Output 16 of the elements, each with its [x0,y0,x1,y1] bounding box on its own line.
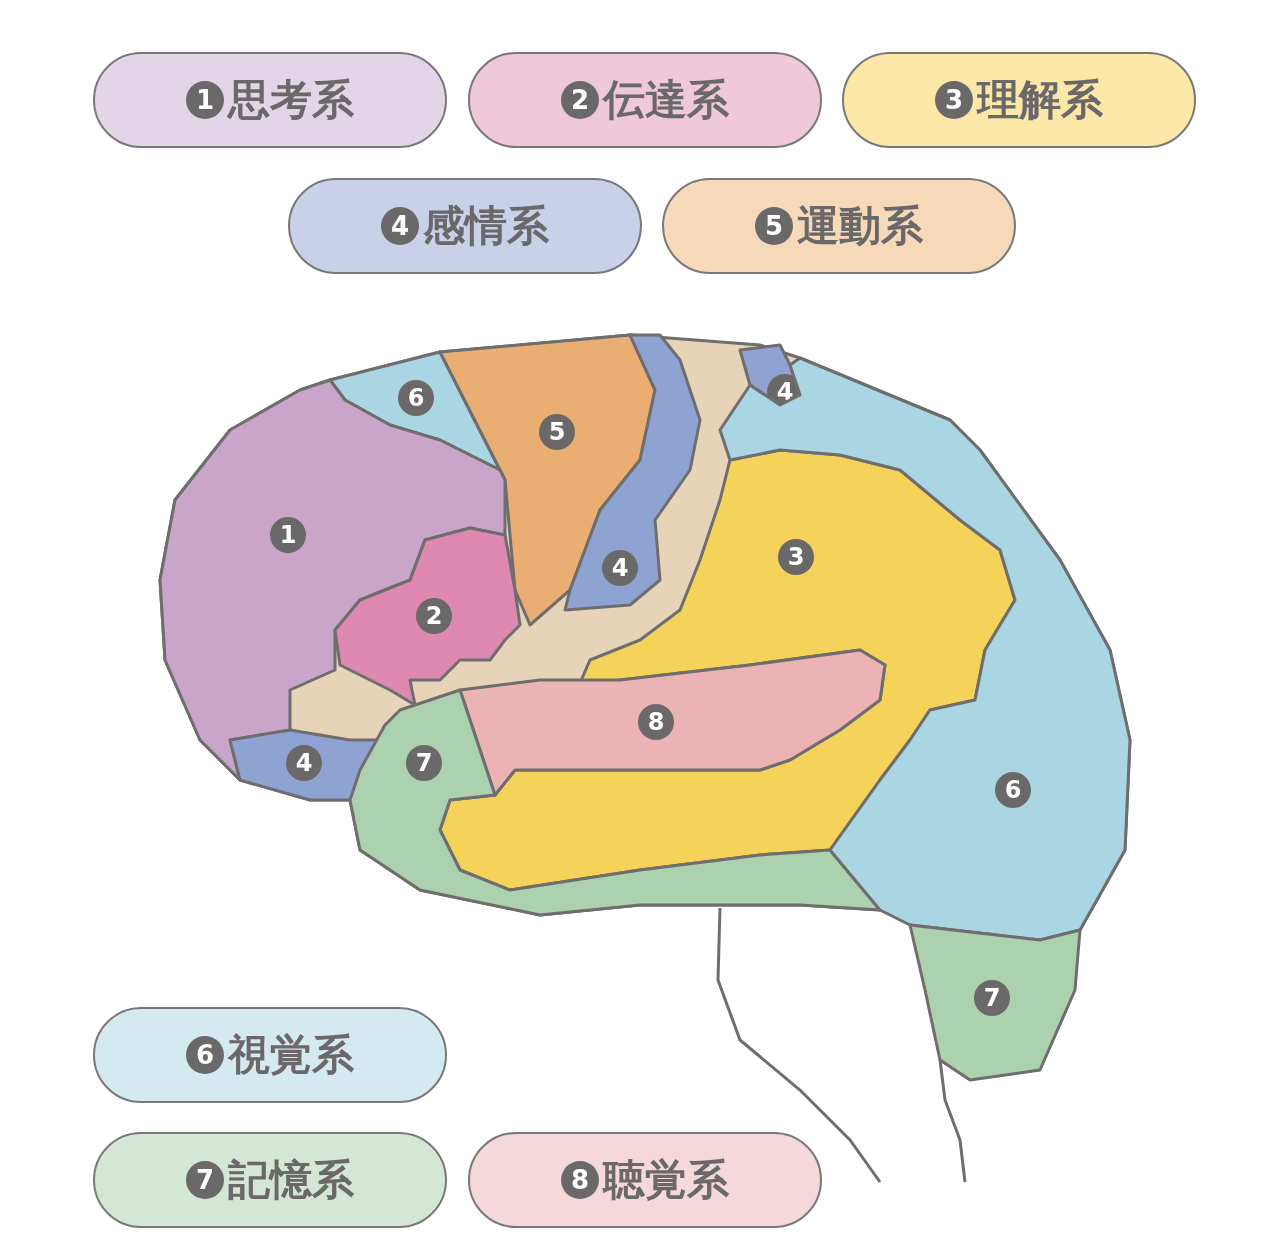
number-badge: 2 [561,81,599,119]
category-label: 視覚系 [228,1034,354,1076]
number-badge: 4 [381,207,419,245]
number-badge: 3 [935,81,973,119]
category-label: 伝達系 [603,79,729,121]
category-label: 記憶系 [228,1159,354,1201]
number-badge: 6 [186,1036,224,1074]
number-badge: 5 [755,207,793,245]
category-label: 運動系 [797,205,923,247]
category-label: 感情系 [423,205,549,247]
category-label: 思考系 [228,79,354,121]
number-badge: 1 [186,81,224,119]
number-badge: 7 [186,1161,224,1199]
category-label: 聴覚系 [603,1159,729,1201]
number-badge: 8 [561,1161,599,1199]
category-label: 理解系 [977,79,1103,121]
